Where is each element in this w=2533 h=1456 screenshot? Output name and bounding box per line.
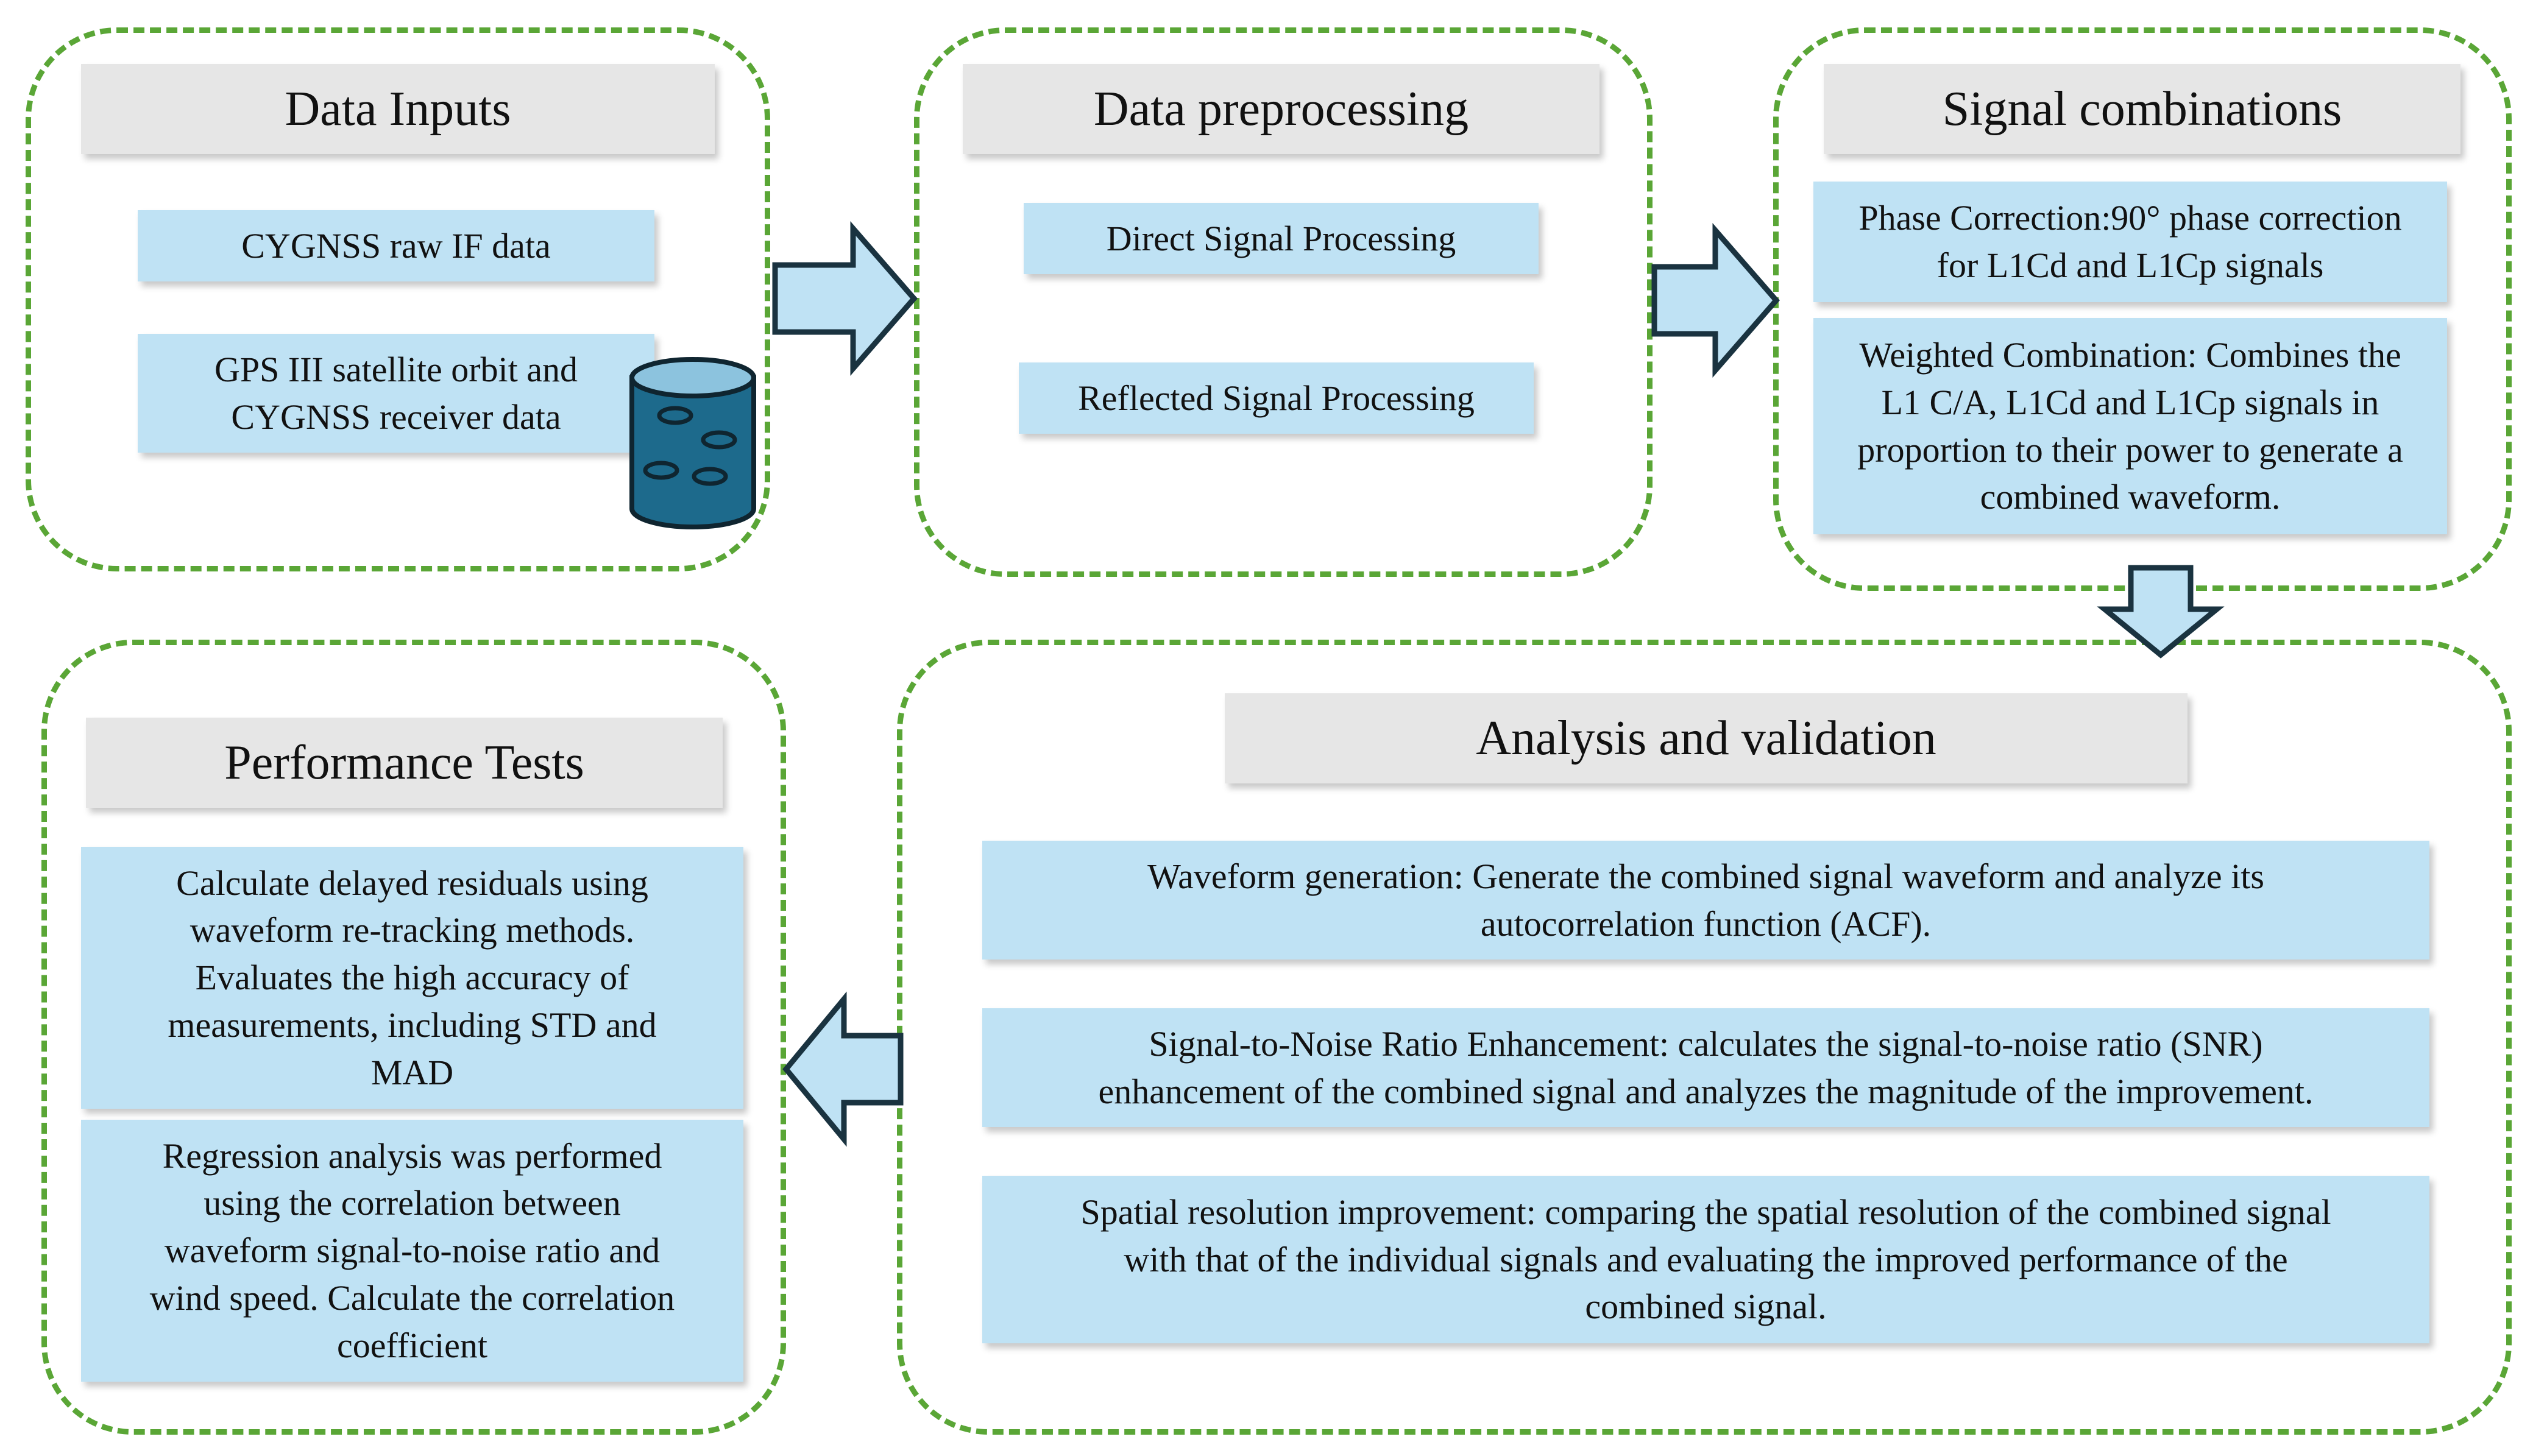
item-reflected-signal-processing: Reflected Signal Processing	[1019, 362, 1534, 434]
title-data-preprocessing: Data preprocessing	[963, 64, 1600, 154]
item-weighted-combination: Weighted Combination: Combines the L1 C/…	[1813, 318, 2447, 534]
item-cygnss-raw-if-data: CYGNSS raw IF data	[138, 210, 654, 281]
title-performance-tests: Performance Tests	[86, 718, 723, 808]
arrow-right-icon	[1651, 222, 1780, 378]
arrow-down-icon	[2097, 565, 2225, 659]
item-regression-analysis: Regression analysis was performed using …	[81, 1120, 743, 1382]
panel-performance-tests	[41, 640, 786, 1435]
panel-data-preprocessing	[914, 27, 1653, 577]
panel-data-inputs	[26, 27, 770, 571]
title-signal-combinations: Signal combinations	[1824, 64, 2460, 154]
title-data-inputs: Data Inputs	[81, 64, 715, 154]
item-waveform-generation: Waveform generation: Generate the combin…	[982, 841, 2429, 959]
item-phase-correction: Phase Correction:90° phase correction fo…	[1813, 182, 2447, 302]
item-direct-signal-processing: Direct Signal Processing	[1024, 203, 1539, 274]
arrow-right-icon	[772, 221, 918, 376]
item-spatial-resolution: Spatial resolution improvement: comparin…	[982, 1176, 2429, 1343]
item-snr-enhancement: Signal-to-Noise Ratio Enhancement: calcu…	[982, 1008, 2429, 1127]
arrow-left-icon	[782, 991, 904, 1147]
item-delayed-residuals: Calculate delayed residuals using wavefo…	[81, 847, 743, 1109]
title-analysis-validation: Analysis and validation	[1225, 693, 2188, 783]
database-icon	[629, 357, 756, 529]
item-gps-orbit-receiver-data: GPS III satellite orbit and CYGNSS recei…	[138, 334, 654, 453]
